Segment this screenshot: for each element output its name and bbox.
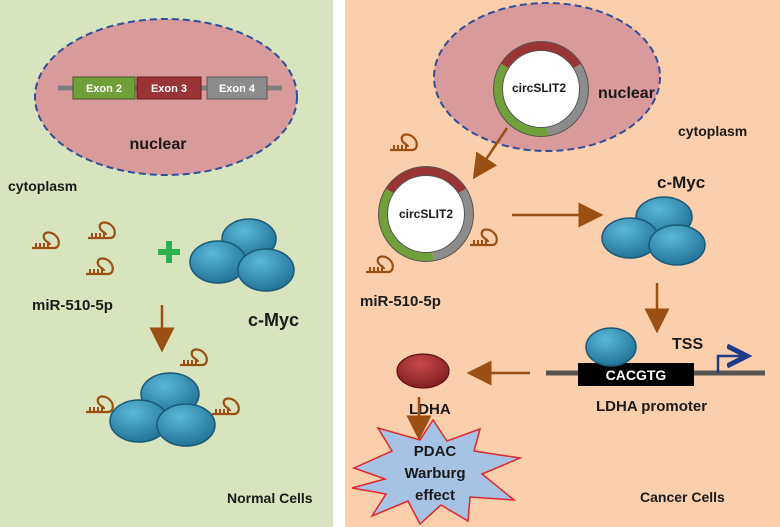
cmyc-icon bbox=[601, 196, 706, 266]
ldha-promoter-label: LDHA promoter bbox=[596, 398, 707, 415]
right-cmyc-label: c-Myc bbox=[657, 173, 705, 192]
cacgtg-label: CACGTG bbox=[606, 367, 667, 383]
effect-line-3: effect bbox=[415, 487, 455, 504]
right-cytoplasm-label: cytoplasm bbox=[678, 123, 747, 139]
circslit2-nucleus-ring bbox=[493, 41, 589, 137]
left-mirna-label: miR-510-5p bbox=[32, 297, 113, 314]
ldha-label: LDHA bbox=[409, 401, 451, 418]
exon-2-block bbox=[72, 76, 136, 100]
right-caption: Cancer Cells bbox=[640, 489, 725, 505]
left-nuclear-label: nuclear bbox=[130, 136, 187, 153]
left-caption: Normal Cells bbox=[227, 490, 313, 506]
cmyc-mirna-complex bbox=[84, 348, 240, 447]
cacgtg-box bbox=[578, 363, 694, 386]
right-nuclear-label: nuclear bbox=[598, 85, 655, 102]
exon-3-block bbox=[136, 76, 202, 100]
warburg-effect-starburst bbox=[351, 418, 523, 526]
right-mirna-label: miR-510-5p bbox=[360, 293, 441, 310]
exon-2-label: Exon 2 bbox=[86, 83, 122, 95]
left-cytoplasm-label: cytoplasm bbox=[8, 178, 77, 194]
cmyc-bound-icon bbox=[585, 327, 637, 367]
exon-4-block bbox=[206, 76, 268, 100]
export-arrow bbox=[472, 127, 509, 180]
circslit2-cyto-ring bbox=[378, 166, 474, 262]
exon-4-label: Exon 4 bbox=[219, 83, 256, 95]
tss-arrow-icon bbox=[716, 356, 742, 373]
circslit2-cyto-label: circSLIT2 bbox=[399, 207, 453, 221]
circslit2-nucleus-label: circSLIT2 bbox=[512, 81, 566, 95]
ldha-protein-icon bbox=[396, 353, 450, 389]
cmyc-icon bbox=[189, 218, 295, 292]
tss-label: TSS bbox=[672, 336, 703, 353]
effect-line-1: PDAC bbox=[414, 443, 457, 460]
left-cmyc-label: c-Myc bbox=[248, 310, 299, 330]
effect-line-2: Warburg bbox=[404, 465, 465, 482]
exon-3-label: Exon 3 bbox=[151, 83, 187, 95]
plus-icon bbox=[158, 241, 180, 263]
panel-divider bbox=[333, 0, 345, 527]
